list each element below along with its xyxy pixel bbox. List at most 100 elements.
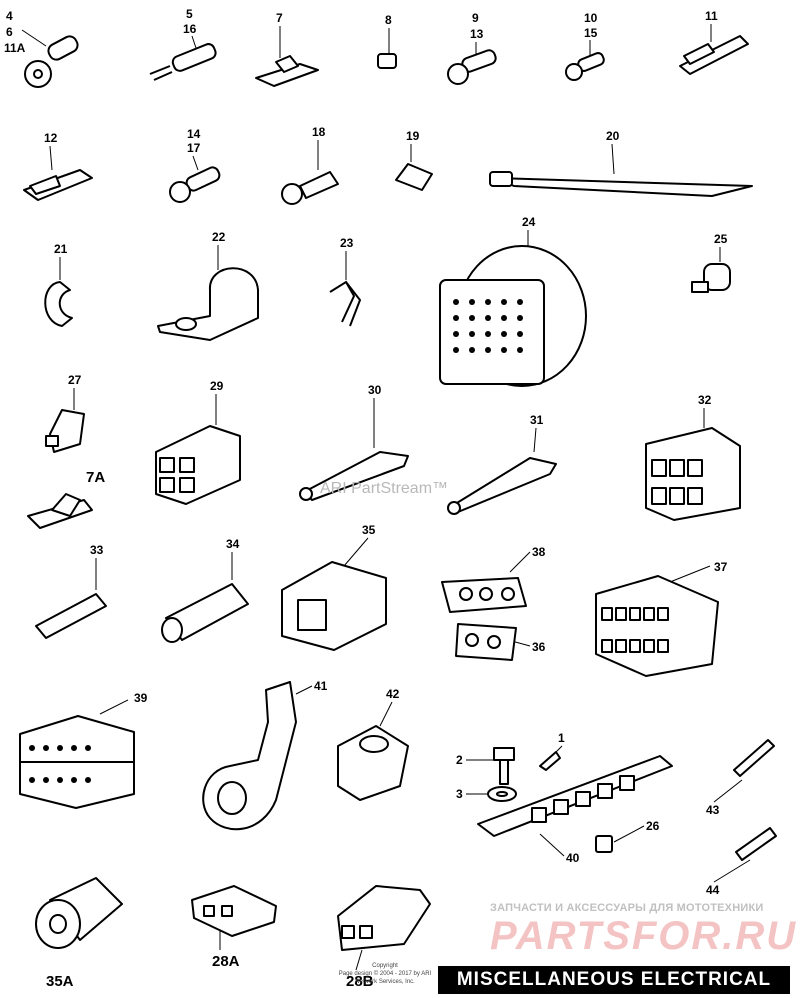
callout-12: 12 xyxy=(44,131,58,145)
callout-39: 39 xyxy=(134,691,148,705)
callout-44: 44 xyxy=(706,883,720,897)
callout-30: 30 xyxy=(368,383,382,397)
terminal-strip-38 xyxy=(441,577,527,613)
callout-34: 34 xyxy=(226,537,240,551)
callout-3: 3 xyxy=(456,787,463,801)
callout-4: 4 xyxy=(6,9,13,23)
round-connector-24 xyxy=(439,245,587,387)
callout-35: 35 xyxy=(362,523,376,537)
bolt-2 xyxy=(493,747,515,785)
callout-17: 17 xyxy=(187,141,201,155)
callout-11A: 11A xyxy=(4,41,26,55)
callout-9: 9 xyxy=(472,11,479,25)
spade-terminal-5 xyxy=(149,43,217,81)
p-clamp-22 xyxy=(157,267,259,341)
clip-26 xyxy=(595,835,613,853)
callout-11: 11 xyxy=(705,9,718,23)
ari-watermark: ARI PartStream™ xyxy=(320,480,449,497)
cable-tie-20 xyxy=(489,171,753,197)
callout-19: 19 xyxy=(406,129,420,143)
ring-terminal-9 xyxy=(447,49,497,85)
callout-7: 7 xyxy=(276,11,283,25)
ring-terminal-10 xyxy=(565,52,605,81)
callout-21: 21 xyxy=(54,242,68,256)
callout-36: 36 xyxy=(532,640,546,654)
callout-26: 26 xyxy=(646,819,660,833)
callout-2: 2 xyxy=(456,753,463,767)
callout-28A: 28A xyxy=(212,953,240,970)
callout-29: 29 xyxy=(210,379,224,393)
ring-terminal-4 xyxy=(24,35,79,88)
callout-6: 6 xyxy=(6,25,13,39)
terminal-boot-42 xyxy=(337,725,409,801)
callout-16: 16 xyxy=(183,22,197,36)
bullet-sleeve-34 xyxy=(161,583,249,643)
callout-31: 31 xyxy=(530,413,544,427)
callout-27: 27 xyxy=(68,373,82,387)
flag-terminal-7 xyxy=(255,55,319,87)
ring-clip-21 xyxy=(44,281,73,327)
crimp-terminal-31 xyxy=(447,457,557,515)
callout-38: 38 xyxy=(532,545,546,559)
cylinder-35A xyxy=(35,877,123,949)
crimp-terminal-30 xyxy=(299,451,409,501)
mini-terminal-8 xyxy=(377,53,397,69)
callout-22: 22 xyxy=(212,230,226,244)
terminal-strip-36 xyxy=(455,623,517,661)
terminal-board-40 xyxy=(477,755,673,837)
bullet-terminal-43 xyxy=(733,739,775,777)
callout-35A: 35A xyxy=(46,973,74,990)
callout-43: 43 xyxy=(706,803,720,817)
double-terminal-11 xyxy=(679,35,749,75)
bulb-socket-25 xyxy=(691,263,731,293)
callout-32: 32 xyxy=(698,393,712,407)
diagram-title: MISCELLANEOUS ELECTRICAL xyxy=(438,966,790,994)
copyright-line-2: Page design © 2004 - 2017 by ARI Network… xyxy=(338,971,432,985)
terminal-boot-41 xyxy=(202,681,297,831)
spring-clip-23 xyxy=(329,280,362,327)
screw-1 xyxy=(539,751,561,771)
callout-5: 5 xyxy=(186,7,193,21)
bullet-connector-33 xyxy=(35,593,107,639)
callout-28B: 28B xyxy=(346,973,374,990)
callout-8: 8 xyxy=(385,13,392,27)
bullet-terminal-44 xyxy=(735,827,777,861)
callout-42: 42 xyxy=(386,687,400,701)
female-terminal-12 xyxy=(23,169,93,201)
copyright-notice: Copyright Page design © 2004 - 2017 by A… xyxy=(330,962,440,986)
clip-19 xyxy=(395,163,433,191)
callout-labels: 4 6 11A 5 16 7 8 9 13 10 15 11 12 14 17 … xyxy=(4,7,728,990)
callout-37: 37 xyxy=(714,560,728,574)
parts xyxy=(19,35,777,951)
ring-terminal-14 xyxy=(169,166,221,203)
leader-lines xyxy=(21,24,751,971)
callout-10: 10 xyxy=(584,11,598,25)
callout-14: 14 xyxy=(187,127,201,141)
store-logo-watermark: PARTSFOR.RU xyxy=(490,914,798,958)
callout-24: 24 xyxy=(522,215,536,229)
copyright-line-1: Copyright xyxy=(372,963,398,969)
callout-23: 23 xyxy=(340,236,354,250)
callout-41: 41 xyxy=(314,679,328,693)
callout-7A: 7A xyxy=(86,469,105,486)
callout-13: 13 xyxy=(470,27,484,41)
connector-28A xyxy=(191,885,277,937)
callout-18: 18 xyxy=(312,125,326,139)
callout-40: 40 xyxy=(566,851,580,865)
connector-housing-29 xyxy=(155,425,241,505)
connector-housing-37 xyxy=(595,575,719,677)
callout-33: 33 xyxy=(90,543,104,557)
connector-27 xyxy=(45,409,85,453)
ring-terminal-18 xyxy=(281,171,339,205)
callout-20: 20 xyxy=(606,129,620,143)
callout-15: 15 xyxy=(584,26,598,40)
washer-3 xyxy=(487,786,517,802)
callout-25: 25 xyxy=(714,232,728,246)
callout-1: 1 xyxy=(558,731,565,745)
store-watermark: ЗАПЧАСТИ И АКСЕССУАРЫ ДЛЯ МОТОТЕХНИКИ xyxy=(490,902,764,914)
connector-28B xyxy=(337,885,431,951)
connector-housing-35 xyxy=(281,561,387,651)
connector-housing-39 xyxy=(19,715,135,809)
connector-housing-32 xyxy=(645,427,741,521)
